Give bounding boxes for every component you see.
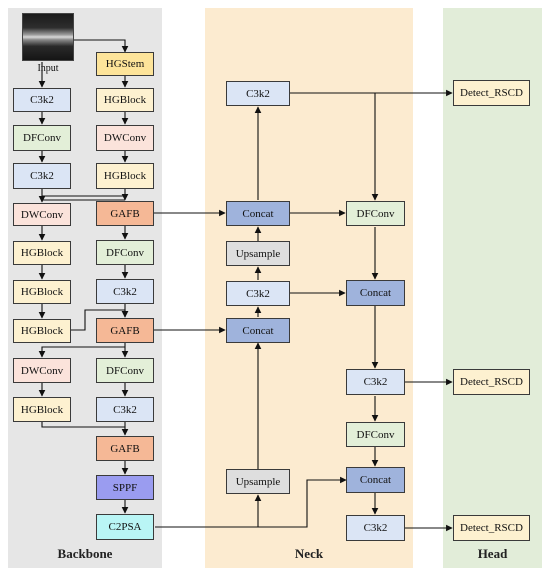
c3k2-block: C3k2 (346, 515, 405, 541)
head-title: Head (477, 546, 508, 561)
hgstem-block: HGStem (96, 52, 154, 76)
c3k2-block: C3k2 (226, 281, 290, 306)
concat-block: Concat (226, 318, 290, 343)
upsample-block: Upsample (226, 469, 290, 494)
hgblock-block: HGBlock (13, 397, 71, 422)
concat-block: Concat (226, 201, 290, 226)
c3k2-block: C3k2 (226, 81, 290, 106)
gafb-block: GAFB (96, 436, 154, 461)
backbone-title: Backbone (57, 546, 113, 561)
hgblock-block: HGBlock (96, 163, 154, 189)
c3k2-block: C3k2 (96, 279, 154, 304)
detect-rscd-block: Detect_RSCD (453, 515, 530, 541)
dwconv-block: DWConv (96, 125, 154, 151)
c3k2-block: C3k2 (96, 397, 154, 422)
hgblock-block: HGBlock (13, 319, 71, 343)
dfconv-block: DFConv (346, 201, 405, 226)
hgblock-block: HGBlock (13, 241, 71, 265)
dfconv-block: DFConv (346, 422, 405, 447)
c3k2-block: C3k2 (13, 88, 71, 112)
hgblock-block: HGBlock (13, 280, 71, 304)
input-image (22, 13, 74, 61)
gafb-block: GAFB (96, 201, 154, 226)
concat-block: Concat (346, 280, 405, 306)
dfconv-block: DFConv (13, 125, 71, 151)
detect-rscd-block: Detect_RSCD (453, 369, 530, 395)
sppf-block: SPPF (96, 475, 154, 500)
gafb-block: GAFB (96, 318, 154, 343)
c3k2-block: C3k2 (346, 369, 405, 395)
concat-block: Concat (346, 467, 405, 493)
c2psa-block: C2PSA (96, 514, 154, 540)
upsample-block: Upsample (226, 241, 290, 266)
dfconv-block: DFConv (96, 358, 154, 383)
input-label: Input (37, 63, 59, 74)
c3k2-block: C3k2 (13, 163, 71, 189)
dwconv-block: DWConv (13, 358, 71, 383)
dfconv-block: DFConv (96, 240, 154, 265)
detect-rscd-block: Detect_RSCD (453, 80, 530, 106)
neck-title: Neck (294, 546, 324, 561)
dwconv-block: DWConv (13, 203, 71, 226)
hgblock-block: HGBlock (96, 88, 154, 112)
